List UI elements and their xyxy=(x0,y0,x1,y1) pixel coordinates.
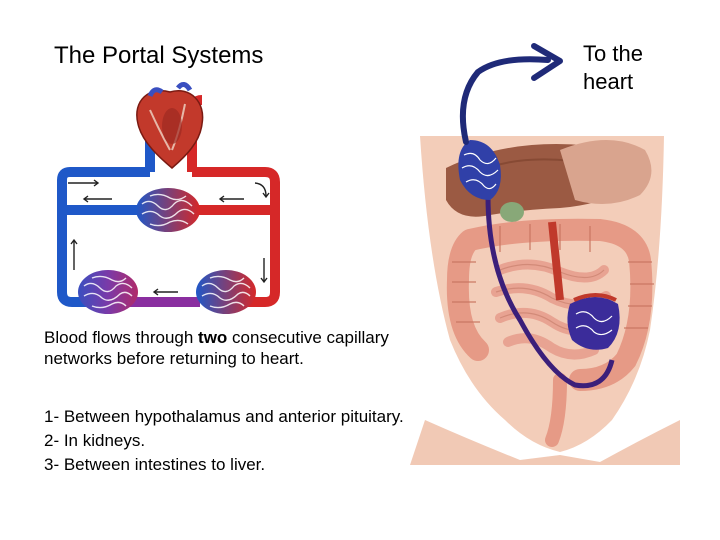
list-item: 2- In kidneys. xyxy=(44,431,146,450)
list-item: 3- Between intestines to liver. xyxy=(44,455,266,474)
mesenteric-artery xyxy=(548,221,564,301)
capillary-bed-icon-lower-right xyxy=(196,270,256,314)
rectum xyxy=(545,373,567,447)
portal-system-list: 1- Between hypothalamus and anterior pit… xyxy=(44,405,424,477)
description-suffix: consecutive capillary networks before re… xyxy=(44,328,389,368)
stomach xyxy=(560,140,652,204)
arrowhead xyxy=(531,43,563,81)
arrow-label-line2: heart xyxy=(583,69,634,94)
arrow-label-line1: To the xyxy=(583,41,643,66)
portal-vein-arrow xyxy=(485,195,615,389)
capillary-bed-icon-lower-left xyxy=(78,270,138,314)
gallbladder xyxy=(500,202,524,222)
large-intestine xyxy=(446,218,653,391)
capillary-bed-icon-upper xyxy=(136,188,200,232)
slide-title: The Portal Systems xyxy=(54,42,264,69)
description-emphasis: two xyxy=(198,328,228,347)
arrow-up-right-icon xyxy=(459,56,551,145)
arterial-vessel xyxy=(192,167,280,307)
arrow-label: To the heart xyxy=(583,40,693,96)
heart-icon xyxy=(136,82,204,169)
list-item: 1- Between hypothalamus and anterior pit… xyxy=(44,407,404,426)
description-paragraph: Blood flows through two consecutive capi… xyxy=(44,327,404,369)
description-prefix: Blood flows through xyxy=(44,328,199,347)
venous-vessel xyxy=(57,167,150,307)
capillary-bed-icon-liver xyxy=(458,140,501,200)
capillary-bed-icon-intestine xyxy=(567,293,620,350)
